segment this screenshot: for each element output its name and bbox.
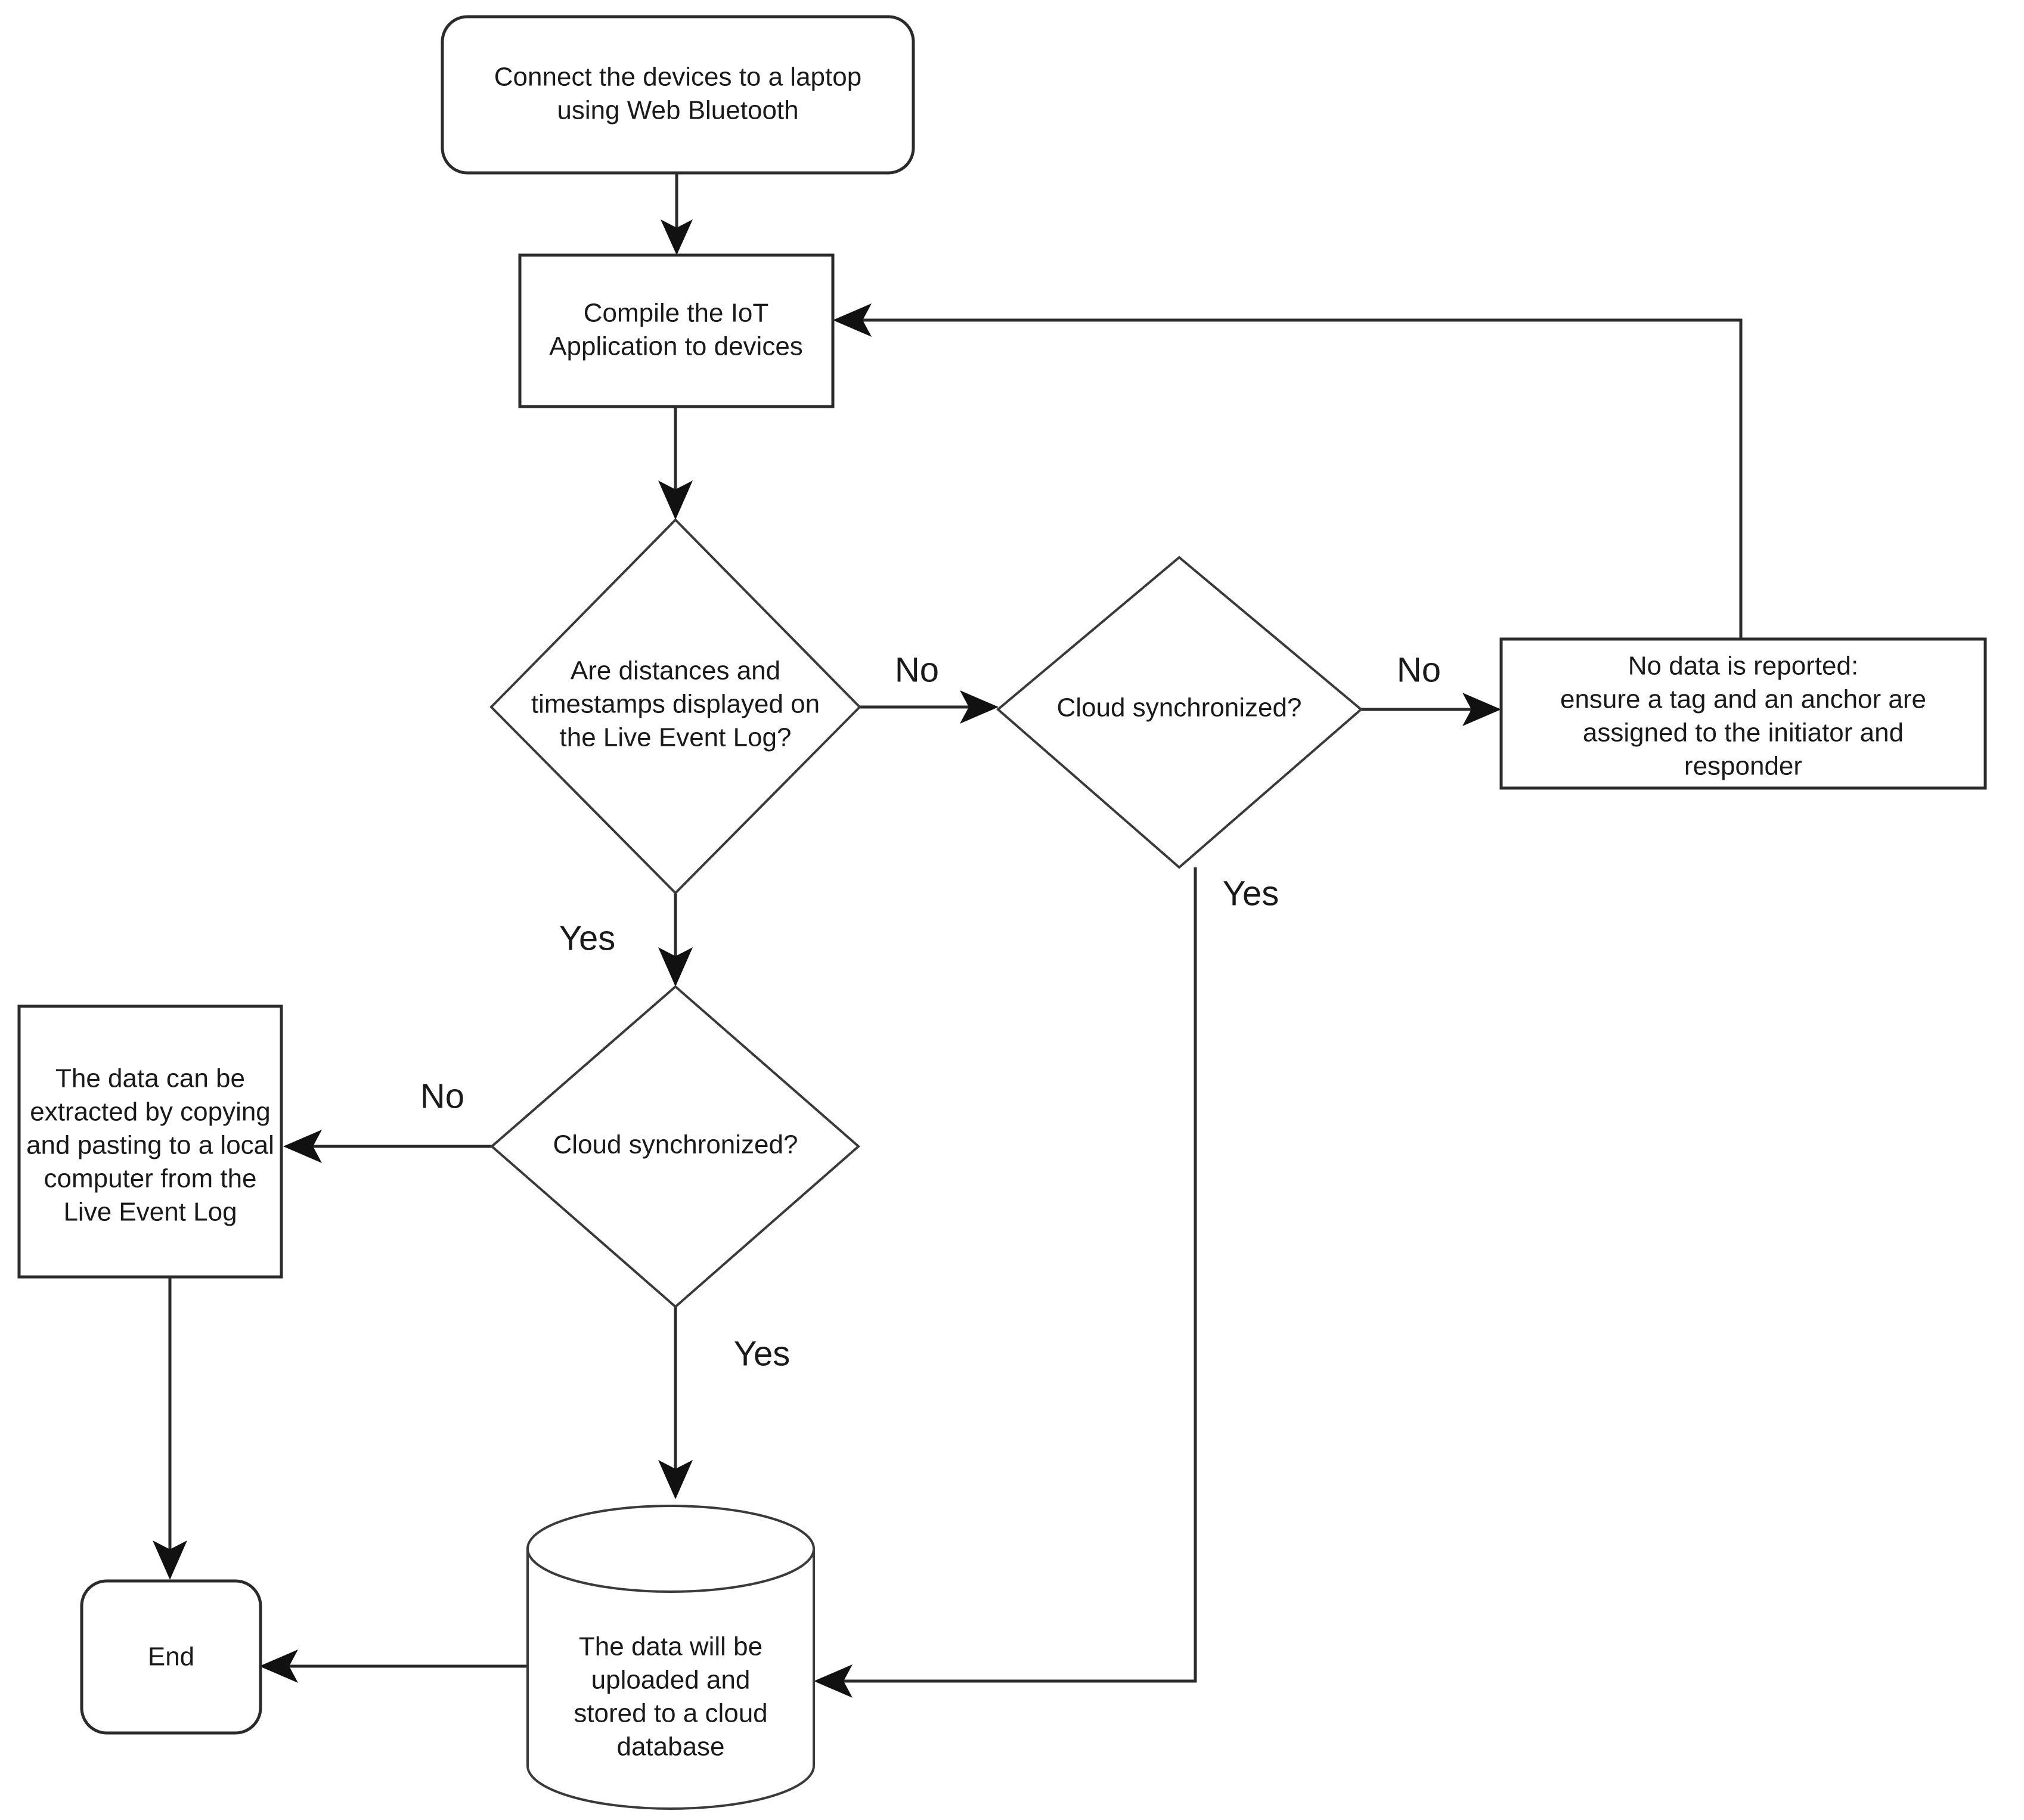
edge-label-cloud-bottom-yes: Yes [734, 1334, 791, 1373]
extract-data-line-1: The data can be [55, 1064, 245, 1093]
extract-data-line-5: Live Event Log [63, 1198, 237, 1227]
edge-compile-to-distances [658, 407, 693, 520]
no-data-reported-line-2: ensure a tag and an anchor are [1560, 685, 1926, 714]
compile-app-shape[interactable] [518, 253, 835, 408]
node-compile-app[interactable]: Compile the IoT Application to devices [518, 253, 835, 408]
extract-data-shape[interactable] [17, 1004, 283, 1279]
edge-label-cloud-top-yes: Yes [1223, 874, 1279, 913]
connect-devices-line-1: Connect the devices to a laptop [494, 63, 861, 92]
cloud-database-line-1: The data will be [579, 1632, 763, 1661]
compile-app-line-2: Application to devices [549, 332, 803, 361]
no-data-reported-shape[interactable] [1499, 637, 1987, 790]
node-cloud-sync-top[interactable]: Cloud synchronized? [996, 556, 1363, 869]
edge-label-distances-no: No [895, 650, 939, 689]
cloud-database-line-3: stored to a cloud [574, 1699, 767, 1728]
distances-decision-shape[interactable] [489, 518, 861, 895]
node-distances-decision[interactable]: Are distances and timestamps displayed o… [489, 518, 861, 895]
node-cloud-database[interactable]: The data will be uploaded and stored to … [526, 1505, 815, 1810]
cloud-database-line-2: uploaded and [591, 1666, 751, 1695]
cloud-sync-bottom-shape[interactable] [489, 985, 861, 1309]
distances-decision-line-3: the Live Event Log? [560, 723, 792, 752]
edge-database-to-end [259, 1650, 528, 1683]
connect-devices-shape[interactable] [441, 15, 915, 175]
edge-distances-yes-to-cloudbottom [658, 893, 693, 987]
end-node-label: End [148, 1642, 194, 1672]
distances-decision-line-1: Are distances and [571, 656, 780, 686]
extract-data-line-3: and pasting to a local [26, 1131, 274, 1160]
edge-extract-to-end [153, 1277, 187, 1580]
edge-connect-to-compile [661, 173, 693, 255]
edge-cloudtop-yes-to-database [814, 867, 1197, 1698]
cloud-database-line-4: database [616, 1732, 724, 1762]
extract-data-line-2: extracted by copying [30, 1097, 271, 1127]
no-data-reported-line-1: No data is reported: [1628, 652, 1858, 681]
edge-nodata-to-compile-feedback [833, 303, 1743, 639]
node-end[interactable]: End [80, 1579, 262, 1735]
extract-data-line-4: computer from the [44, 1164, 256, 1193]
cloud-sync-top-shape[interactable] [996, 556, 1363, 869]
cloud-sync-top-label: Cloud synchronized? [1057, 693, 1302, 723]
node-cloud-sync-bottom[interactable]: Cloud synchronized? [489, 985, 861, 1309]
cloud-sync-bottom-label: Cloud synchronized? [553, 1130, 798, 1159]
distances-decision-line-2: timestamps displayed on [531, 690, 820, 719]
end-node-shape[interactable] [80, 1579, 262, 1735]
edge-label-distances-yes: Yes [559, 919, 616, 957]
node-connect-devices[interactable]: Connect the devices to a laptop using We… [441, 15, 915, 175]
edge-cloudbottom-yes-to-database [658, 1307, 693, 1499]
edge-distances-no-to-cloudtop [860, 690, 999, 724]
compile-app-line-1: Compile the IoT [584, 299, 769, 328]
edge-label-cloud-bottom-no: No [420, 1077, 464, 1115]
edge-label-cloud-top-no: No [1397, 650, 1441, 689]
node-no-data-reported[interactable]: No data is reported: ensure a tag and an… [1499, 637, 1987, 790]
node-extract-data[interactable]: The data can be extracted by copying and… [17, 1004, 283, 1279]
no-data-reported-line-3: assigned to the initiator and [1583, 718, 1904, 748]
cloud-database-top-ellipse[interactable] [526, 1505, 815, 1593]
cloud-database-body[interactable] [526, 1548, 815, 1810]
no-data-reported-line-4: responder [1684, 752, 1802, 781]
edge-cloudbottom-no-to-extract [283, 1130, 492, 1163]
edge-cloudtop-no-to-nodata [1361, 693, 1501, 726]
connect-devices-line-2: using Web Bluetooth [557, 96, 798, 125]
